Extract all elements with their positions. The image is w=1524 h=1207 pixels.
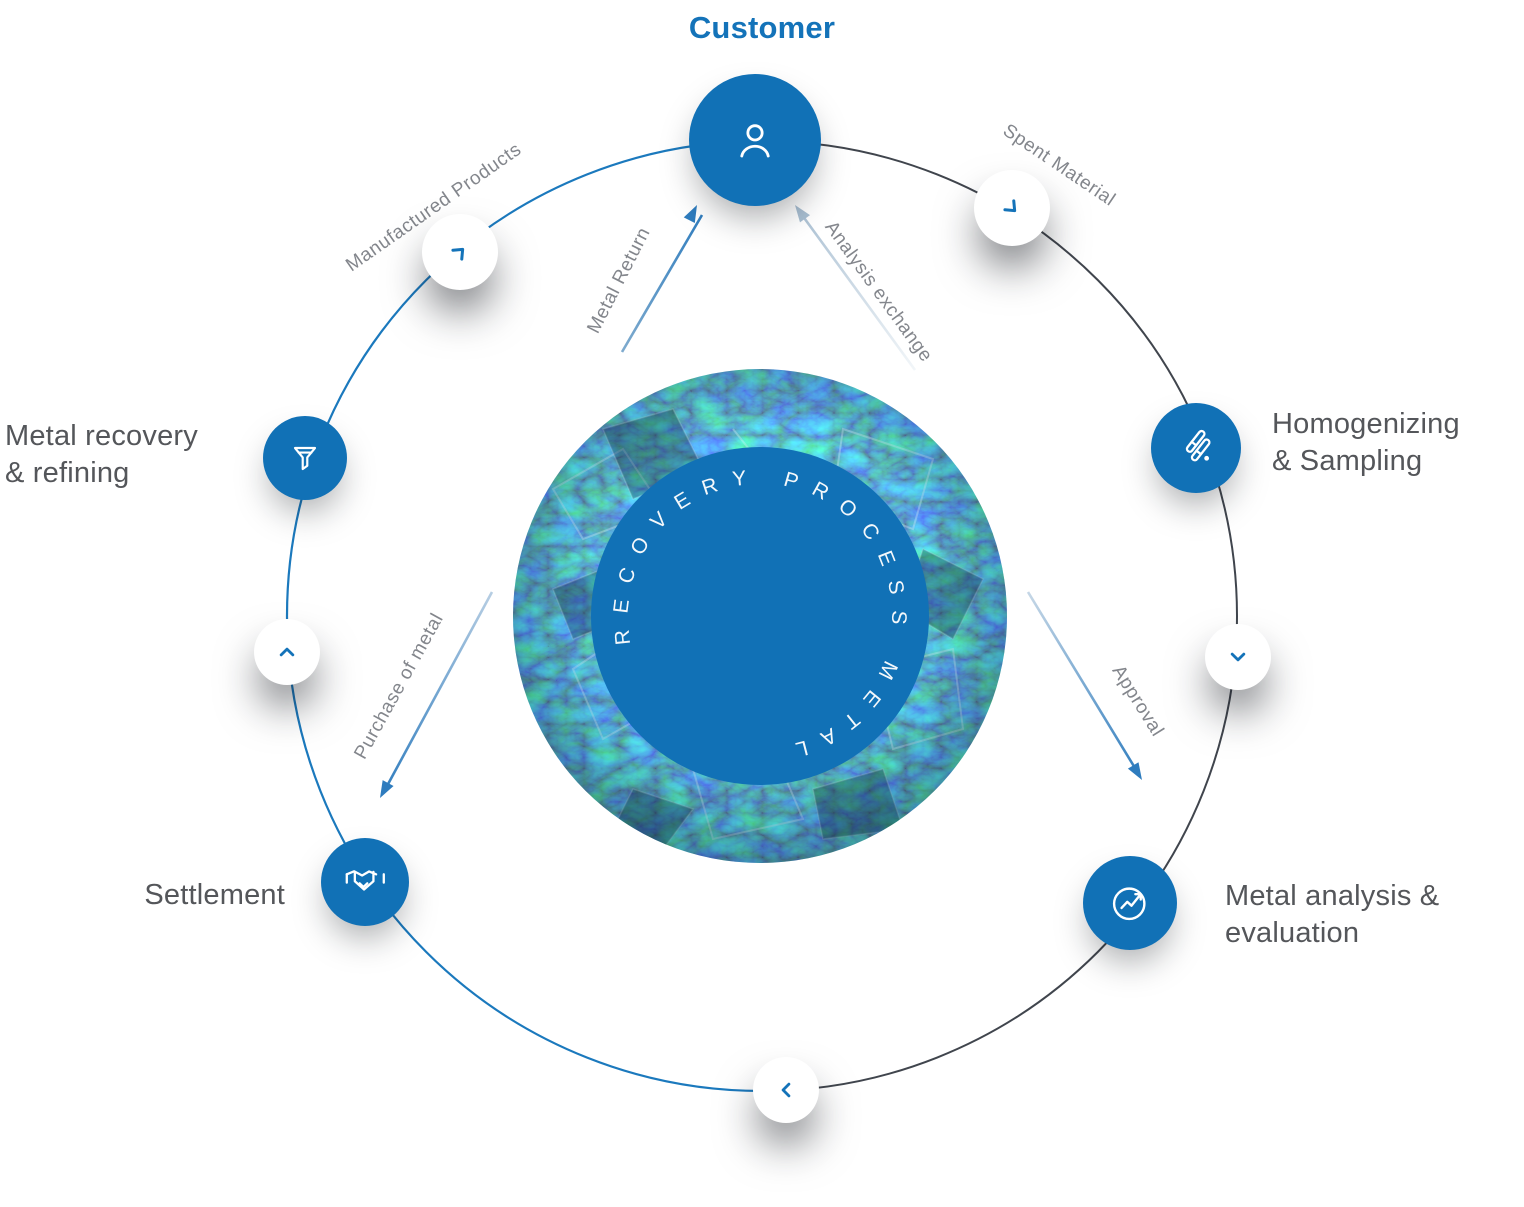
node-settlement — [321, 838, 409, 926]
label-homogenizing-sampling: Homogenizing & Sampling — [1272, 408, 1460, 478]
arrow-up-right-icon — [451, 247, 465, 261]
node-metal-recovery — [263, 416, 347, 500]
label-metal-analysis: Metal analysis & evaluation — [1225, 880, 1440, 950]
node-chevron-left-side — [254, 619, 320, 685]
node-manufactured-products — [422, 214, 498, 290]
circular-process-text-path: RECOVERY PROCESS METAL — [577, 433, 942, 798]
label-metal-recovery: Metal recovery & refining — [5, 420, 198, 490]
funnel-icon — [293, 446, 317, 471]
chevron-down-icon — [1230, 652, 1246, 662]
flow-label-metal-return: Metal Return — [583, 224, 654, 337]
node-metal-analysis — [1083, 856, 1177, 950]
node-homogenizing-sampling — [1151, 403, 1241, 493]
node-customer — [689, 74, 821, 206]
ring-arc-blue — [285, 139, 763, 1093]
node-spent-material — [974, 170, 1050, 246]
test-tubes-icon — [1185, 429, 1211, 462]
node-chevron-right-side — [1205, 624, 1271, 690]
arrow-purchase-of-metal — [380, 591, 494, 798]
process-center-circle — [591, 447, 929, 785]
flow-label-purchase-of-metal: Purchase of metal — [350, 610, 448, 763]
chevron-left-icon — [781, 1082, 791, 1098]
node-chevron-bottom — [753, 1057, 819, 1123]
chevron-up-icon — [279, 647, 295, 657]
arrow-analysis-exchange — [795, 205, 917, 371]
arrow-approval — [1026, 591, 1142, 780]
svg-text:RECOVERY PROCESS METAL: RECOVERY PROCESS METAL — [577, 433, 942, 798]
label-customer: Customer — [688, 10, 836, 45]
handshake-icon — [345, 870, 385, 891]
arrow-metal-return — [620, 205, 704, 353]
flow-label-analysis-exchange: Analysis exchange — [820, 217, 936, 366]
label-settlement: Settlement — [144, 879, 285, 911]
gauge-chart-icon — [1112, 887, 1146, 921]
flow-label-approval: Approval — [1108, 662, 1168, 741]
person-icon — [740, 124, 770, 158]
circular-process-text: RECOVERY PROCESS METAL — [577, 433, 942, 798]
arrow-down-right-icon — [1003, 199, 1017, 213]
